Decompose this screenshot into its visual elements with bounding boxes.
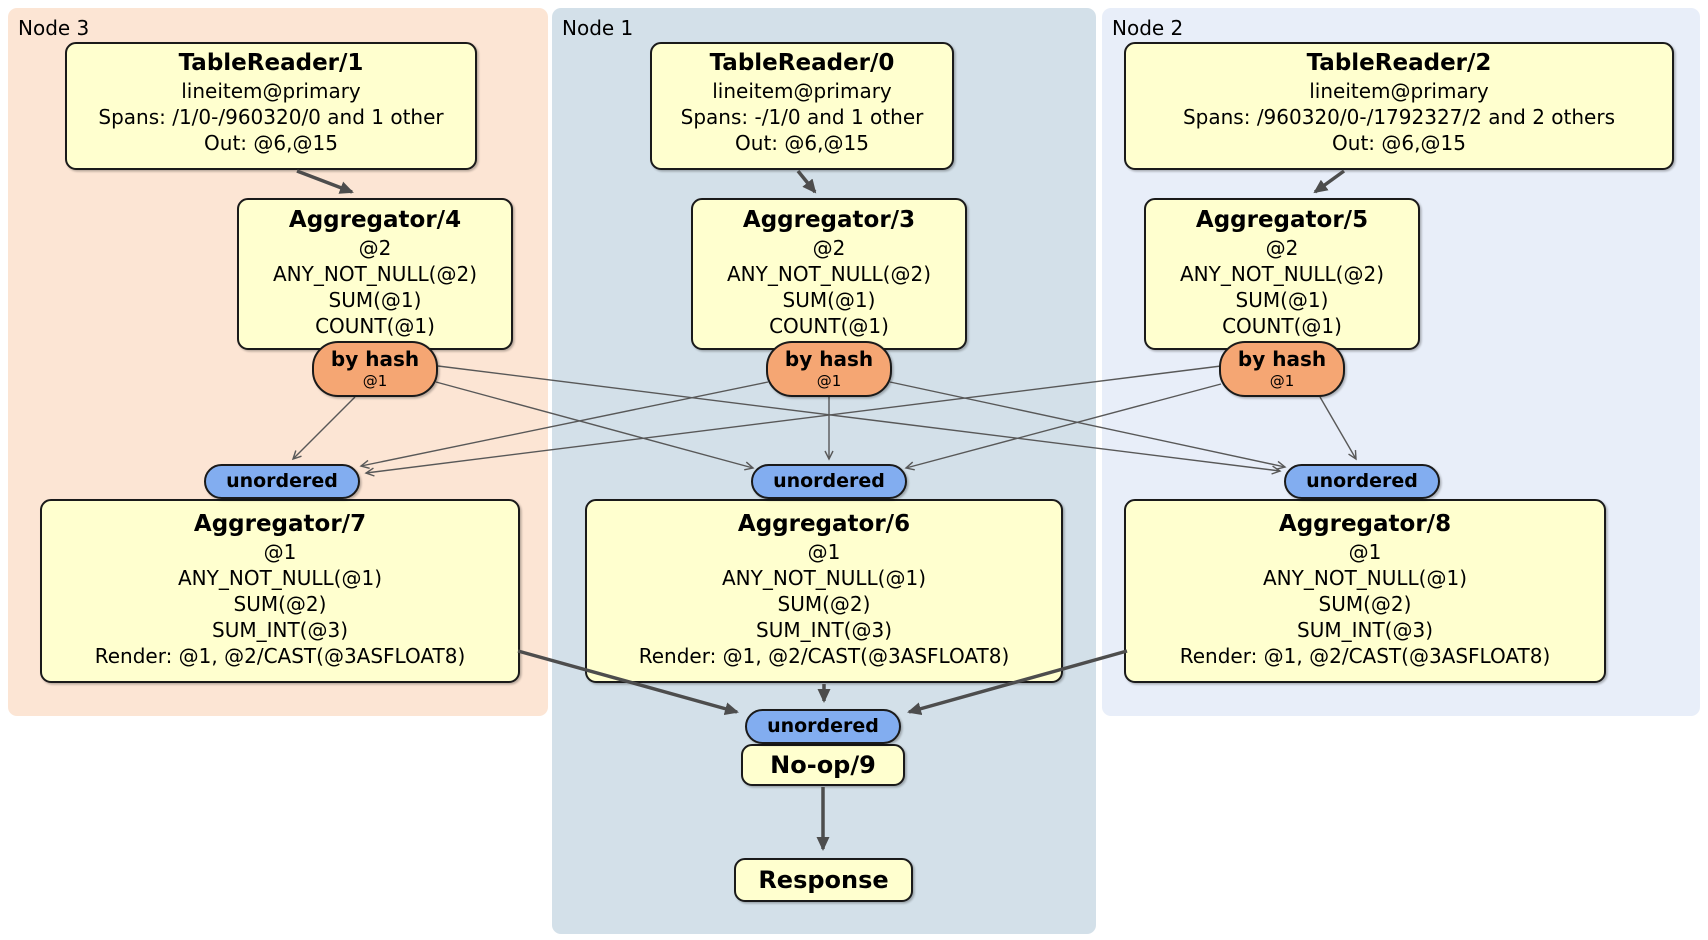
router-by-hash-3: by hash @1 bbox=[766, 341, 892, 397]
processor-detail: COUNT(@1) bbox=[769, 314, 889, 338]
processor-detail: @1 bbox=[263, 540, 297, 564]
region-label: Node 3 bbox=[18, 16, 90, 40]
processor-title: Aggregator/7 bbox=[193, 511, 367, 537]
processor-detail: SUM(@2) bbox=[1318, 592, 1412, 616]
processor-noop-9: No-op/9 bbox=[741, 744, 905, 786]
processor-detail: lineitem@primary bbox=[181, 79, 361, 103]
region-label: Node 2 bbox=[1112, 16, 1184, 40]
processor-tablereader-2: TableReader/2 lineitem@primary Spans: /9… bbox=[1124, 42, 1674, 170]
router-by-hash-4: by hash @1 bbox=[312, 341, 438, 397]
router-label: by hash bbox=[784, 347, 874, 371]
processor-detail: SUM(@2) bbox=[233, 592, 327, 616]
processor-response: Response bbox=[734, 858, 913, 902]
stream-label: unordered bbox=[1306, 470, 1418, 492]
router-label: by hash bbox=[330, 347, 420, 371]
processor-detail: COUNT(@1) bbox=[1222, 314, 1342, 338]
processor-detail: @1 bbox=[807, 540, 841, 564]
processor-detail: SUM_INT(@3) bbox=[756, 618, 892, 642]
region-label: Node 1 bbox=[562, 16, 634, 40]
processor-detail: SUM(@1) bbox=[1235, 288, 1329, 312]
processor-detail: SUM(@2) bbox=[777, 592, 871, 616]
processor-detail: @1 bbox=[1348, 540, 1382, 564]
processor-tablereader-1: TableReader/1 lineitem@primary Spans: /1… bbox=[65, 42, 477, 170]
processor-title: TableReader/1 bbox=[178, 50, 364, 76]
processor-detail: Render: @1, @2/CAST(@3ASFLOAT8) bbox=[638, 644, 1010, 668]
processor-title: Aggregator/6 bbox=[737, 511, 911, 537]
processor-detail: Spans: /1/0-/960320/0 and 1 other bbox=[98, 105, 444, 129]
processor-detail: ANY_NOT_NULL(@2) bbox=[727, 262, 931, 286]
processor-detail: ANY_NOT_NULL(@1) bbox=[722, 566, 926, 590]
processor-detail: @2 bbox=[358, 236, 392, 260]
processor-aggregator-5: Aggregator/5 @2 ANY_NOT_NULL(@2) SUM(@1)… bbox=[1144, 198, 1420, 350]
processor-detail: lineitem@primary bbox=[712, 79, 892, 103]
processor-title: Aggregator/3 bbox=[742, 207, 916, 233]
processor-detail: lineitem@primary bbox=[1309, 79, 1489, 103]
processor-detail: COUNT(@1) bbox=[315, 314, 435, 338]
stream-unordered-final: unordered bbox=[745, 709, 901, 744]
processor-title: Aggregator/4 bbox=[288, 207, 462, 233]
router-by-hash-5: by hash @1 bbox=[1219, 341, 1345, 397]
stream-unordered-6: unordered bbox=[751, 464, 907, 499]
processor-detail: @2 bbox=[1265, 236, 1299, 260]
processor-detail: SUM_INT(@3) bbox=[1297, 618, 1433, 642]
processor-detail: ANY_NOT_NULL(@1) bbox=[1263, 566, 1467, 590]
processor-aggregator-7: Aggregator/7 @1 ANY_NOT_NULL(@1) SUM(@2)… bbox=[40, 499, 520, 683]
processor-detail: SUM(@1) bbox=[782, 288, 876, 312]
processor-aggregator-6: Aggregator/6 @1 ANY_NOT_NULL(@1) SUM(@2)… bbox=[585, 499, 1063, 683]
stream-unordered-8: unordered bbox=[1284, 464, 1440, 499]
router-key: @1 bbox=[816, 372, 842, 390]
processor-aggregator-8: Aggregator/8 @1 ANY_NOT_NULL(@1) SUM(@2)… bbox=[1124, 499, 1606, 683]
processor-title: TableReader/2 bbox=[1306, 50, 1492, 76]
stream-label: unordered bbox=[226, 470, 338, 492]
processor-detail: Out: @6,@15 bbox=[735, 131, 869, 155]
processor-detail: SUM(@1) bbox=[328, 288, 422, 312]
router-label: by hash bbox=[1237, 347, 1327, 371]
processor-detail: @2 bbox=[812, 236, 846, 260]
processor-detail: ANY_NOT_NULL(@1) bbox=[178, 566, 382, 590]
processor-detail: Spans: /960320/0-/1792327/2 and 2 others bbox=[1182, 105, 1615, 129]
stream-label: unordered bbox=[773, 470, 885, 492]
processor-detail: Render: @1, @2/CAST(@3ASFLOAT8) bbox=[94, 644, 466, 668]
router-key: @1 bbox=[1269, 372, 1295, 390]
processor-title: Response bbox=[758, 866, 889, 894]
processor-aggregator-3: Aggregator/3 @2 ANY_NOT_NULL(@2) SUM(@1)… bbox=[691, 198, 967, 350]
processor-detail: ANY_NOT_NULL(@2) bbox=[1180, 262, 1384, 286]
processor-title: Aggregator/5 bbox=[1195, 207, 1369, 233]
processor-detail: Render: @1, @2/CAST(@3ASFLOAT8) bbox=[1179, 644, 1551, 668]
processor-tablereader-0: TableReader/0 lineitem@primary Spans: -/… bbox=[650, 42, 954, 170]
router-key: @1 bbox=[362, 372, 388, 390]
stream-label: unordered bbox=[767, 715, 879, 737]
processor-title: TableReader/0 bbox=[709, 50, 895, 76]
stream-unordered-7: unordered bbox=[204, 464, 360, 499]
processor-detail: SUM_INT(@3) bbox=[212, 618, 348, 642]
processor-detail: Out: @6,@15 bbox=[204, 131, 338, 155]
processor-aggregator-4: Aggregator/4 @2 ANY_NOT_NULL(@2) SUM(@1)… bbox=[237, 198, 513, 350]
processor-title: No-op/9 bbox=[770, 751, 876, 779]
processor-detail: Spans: -/1/0 and 1 other bbox=[680, 105, 924, 129]
processor-title: Aggregator/8 bbox=[1278, 511, 1452, 537]
processor-detail: Out: @6,@15 bbox=[1332, 131, 1466, 155]
processor-detail: ANY_NOT_NULL(@2) bbox=[273, 262, 477, 286]
